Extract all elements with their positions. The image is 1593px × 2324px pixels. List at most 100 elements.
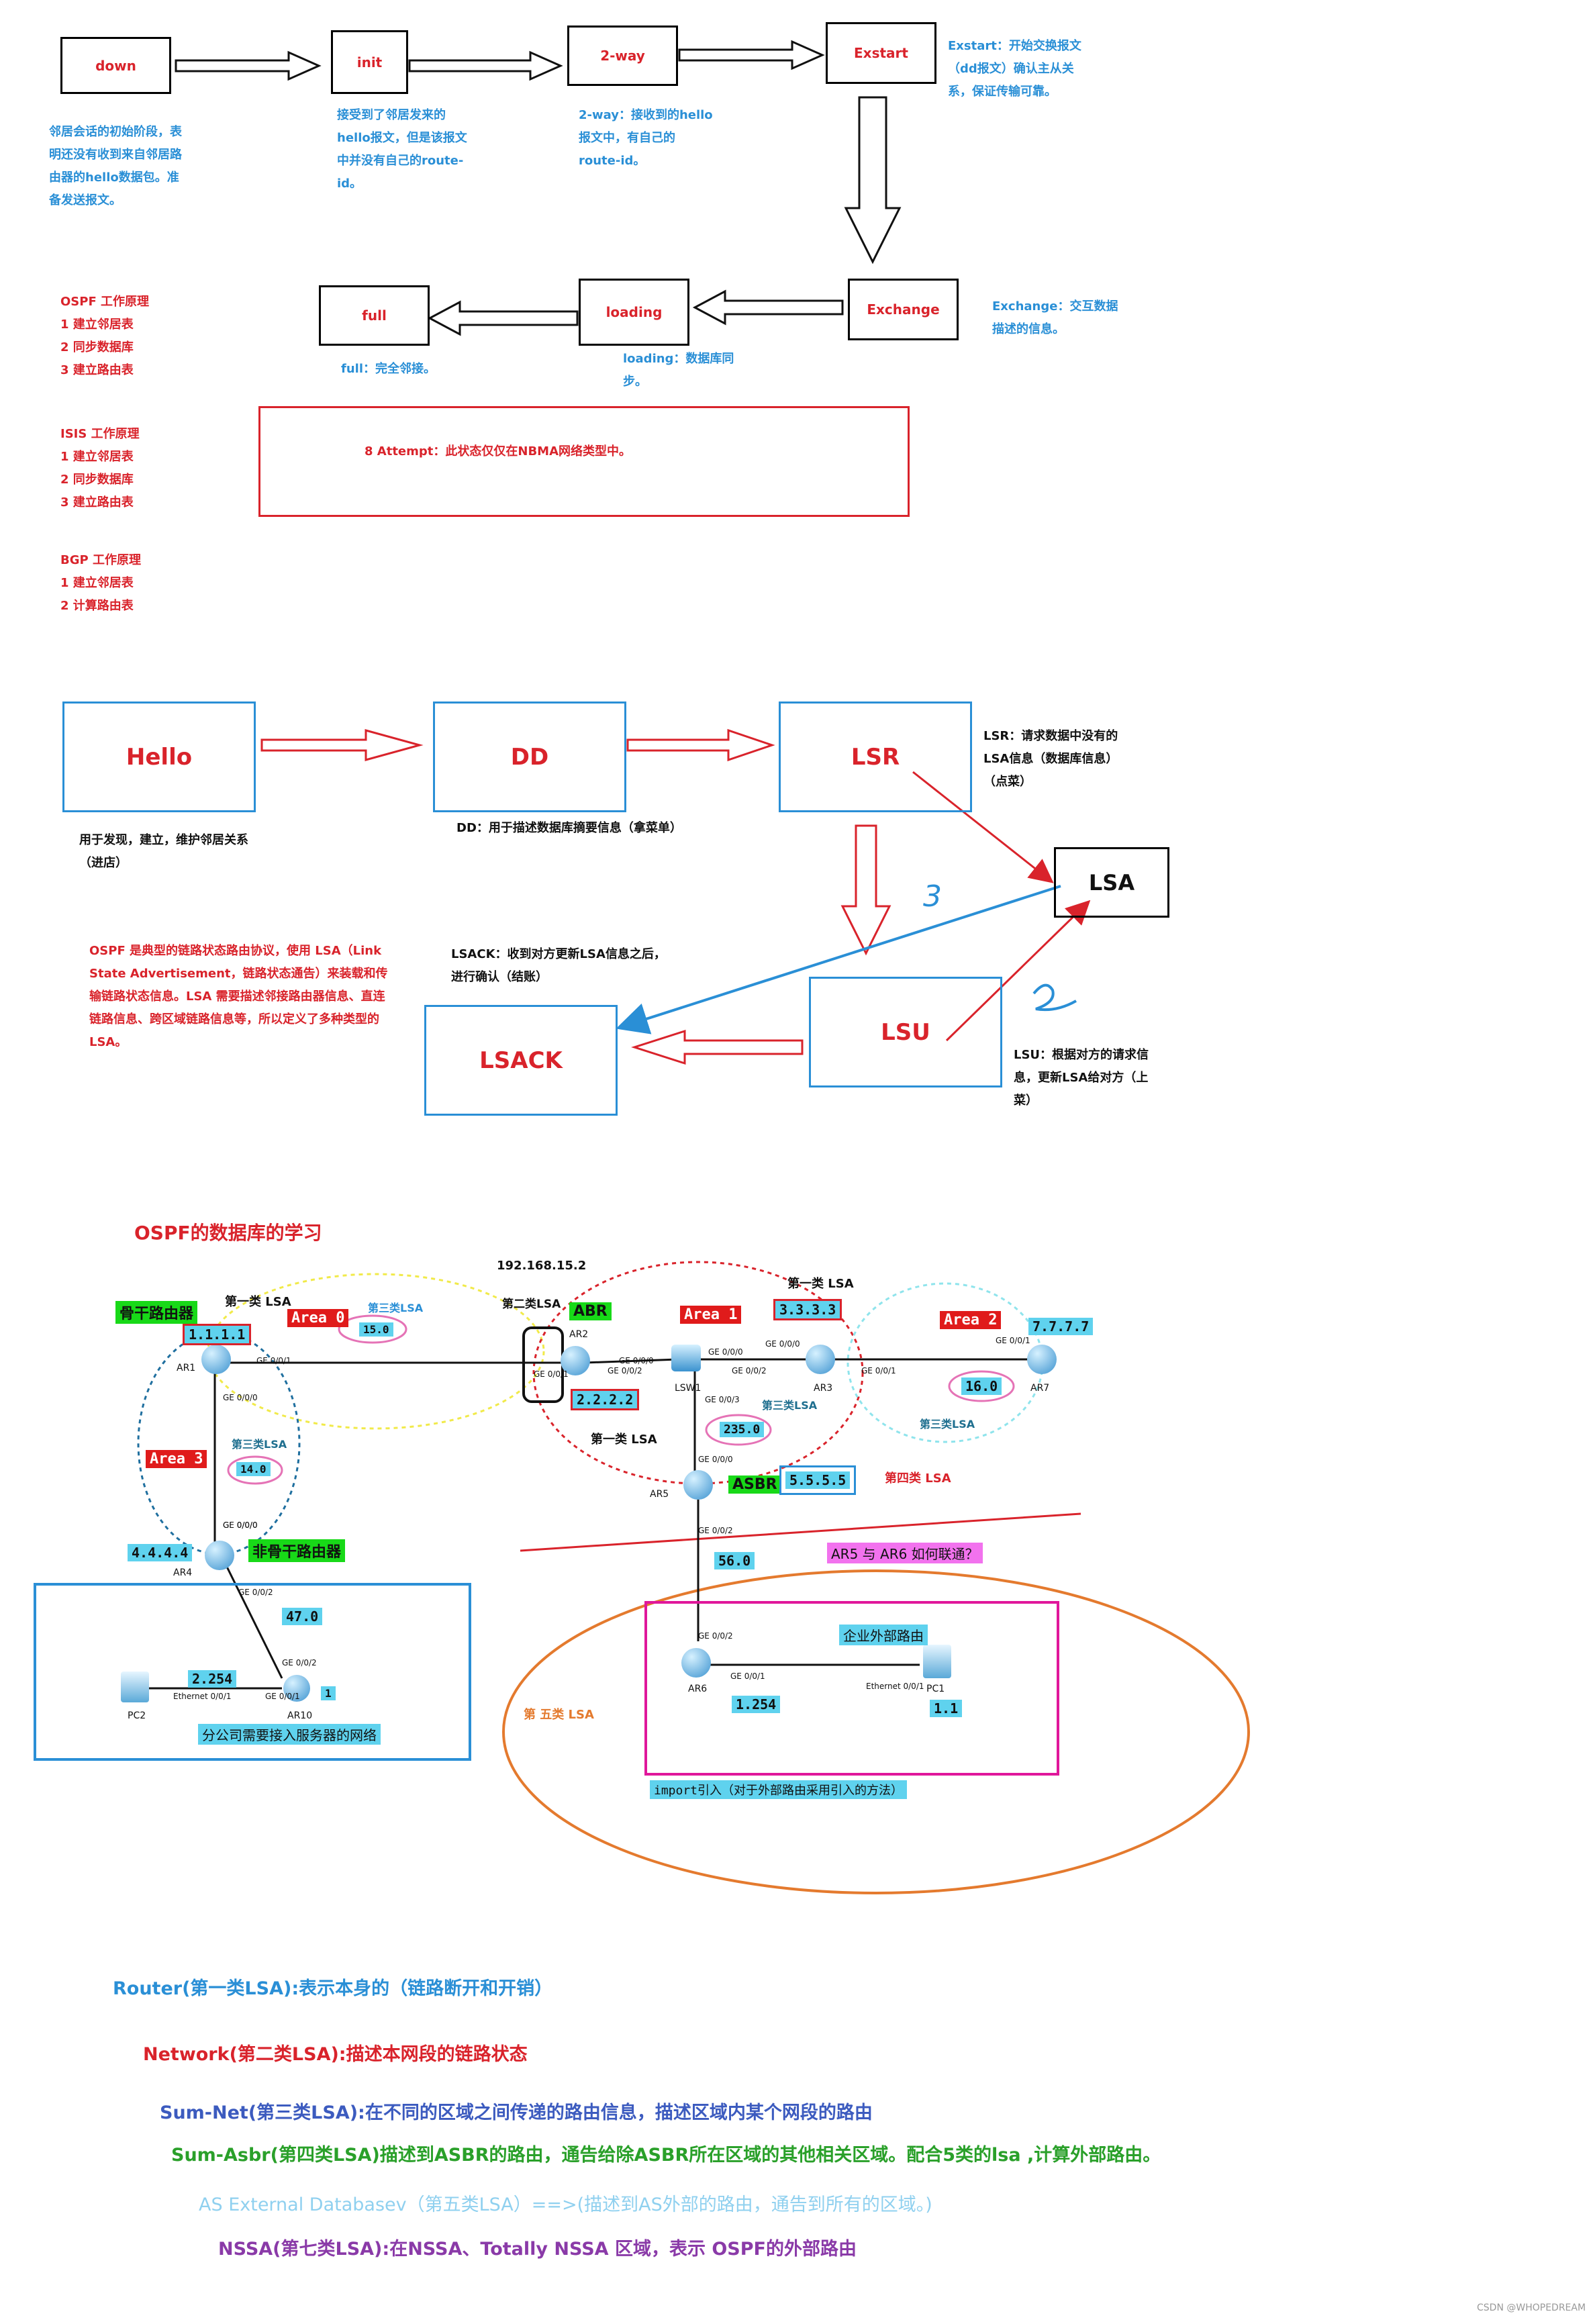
ospf-step-3: 3 建立路由表: [60, 363, 134, 377]
pc2-icon[interactable]: [121, 1672, 149, 1702]
isis-step-2: 2 同步数据库: [60, 473, 134, 487]
port-label: GE 0/0/0: [765, 1339, 800, 1349]
state-down-box: down: [60, 37, 171, 94]
lsa4-label: 第四类 LSA: [885, 1471, 951, 1486]
lsu-box: LSU: [809, 977, 1002, 1087]
desc-exstart: Exstart：开始交换报文（dd报文）确认主从关系，保证传输可靠。: [948, 39, 1081, 99]
arrow-exstart-exchange: [844, 96, 902, 264]
handwritten-mark-2: [1032, 983, 1077, 1012]
pc1-icon[interactable]: [923, 1645, 951, 1678]
lsa3-mid-label: 第三类LSA: [762, 1399, 818, 1412]
port-label: GE 0/0/2: [698, 1631, 733, 1641]
ar2-label: AR2: [569, 1329, 589, 1340]
port-label: GE 0/0/1: [996, 1336, 1030, 1345]
port-label: GE 0/0/1: [265, 1692, 300, 1701]
rid-1111-label: 1.1.1.1: [182, 1324, 252, 1345]
lsa-type-3: Sum-Net(第三类LSA):在不同的区域之间传递的路由信息，描述区域内某个网…: [160, 2102, 873, 2123]
port-label: GE 0/0/2: [732, 1366, 767, 1375]
router-ar10-icon[interactable]: [283, 1675, 310, 1702]
external-label: 企业外部路由: [839, 1625, 928, 1645]
state-init-box: init: [331, 30, 408, 94]
arrow-hello-dd: [260, 729, 424, 761]
router-ar3-icon[interactable]: [806, 1345, 835, 1374]
port-label: GE 0/0/0: [223, 1520, 258, 1530]
router-ar4-icon[interactable]: [205, 1541, 234, 1570]
net-14-label: 14.0: [236, 1462, 271, 1476]
bgp-principle: BGP 工作原理 1 建立邻居表 2 计算路由表: [60, 549, 141, 618]
net-2254-label: 2.254: [188, 1670, 237, 1688]
lsa-type-2: Network(第二类LSA):描述本网段的链路状态: [143, 2044, 528, 2065]
external-route-box: [644, 1601, 1059, 1776]
desc-lsu: LSU：根据对方的请求信息，更新LSA给对方（上菜）: [1014, 1048, 1149, 1108]
arrow-lsr-to-lsa: [912, 771, 1054, 883]
rid-4444-label: 4.4.4.4: [128, 1544, 193, 1561]
arrow-init-2way: [408, 50, 563, 81]
ospf-step-1: 1 建立邻居表: [60, 318, 134, 332]
ar4-label: AR4: [173, 1567, 193, 1578]
ospf-principle: OSPF 工作原理 1 建立邻居表 2 同步数据库 3 建立路由表: [60, 291, 149, 382]
ospf-principle-title: OSPF 工作原理: [60, 295, 150, 309]
port-label: GE 0/0/1: [861, 1366, 896, 1375]
rid-2222-label: 2.2.2.2: [570, 1389, 640, 1410]
desc-loading: loading：数据库同步。: [623, 352, 734, 389]
lsu-label: LSU: [881, 1018, 930, 1046]
port-label: GE 0/0/0: [698, 1455, 733, 1464]
lsa3-top-label: 第三类LSA: [368, 1302, 424, 1314]
lsa3-left-label: 第三类LSA: [232, 1438, 287, 1451]
state-exstart-label: Exstart: [854, 45, 908, 61]
lsr-box: LSR: [779, 701, 972, 812]
net-47-label: 47.0: [282, 1608, 323, 1625]
port-label: GE 0/0/1: [534, 1369, 569, 1379]
rid-5555-label: 5.5.5.5: [779, 1465, 857, 1495]
desc-init: 接受到了邻居发来的hello报文，但是该报文中并没有自己的route-id。: [337, 108, 467, 191]
pc1-label: PC1: [926, 1684, 945, 1694]
net-56-label: 56.0: [714, 1552, 755, 1569]
area1-label: Area 1: [680, 1306, 742, 1324]
port-label: GE 0/0/0: [708, 1347, 743, 1357]
arrow-lsu-to-lsa: [945, 900, 1091, 1042]
state-loading-label: loading: [606, 304, 663, 320]
flow1-arrows: [175, 40, 902, 336]
switch-lsw1-icon[interactable]: [671, 1345, 701, 1371]
router-ar5-icon[interactable]: [683, 1470, 713, 1500]
rid-7777-label: 7.7.7.7: [1028, 1318, 1094, 1335]
net-15-label: 15.0: [359, 1322, 393, 1337]
lsa-label: LSA: [1088, 869, 1135, 895]
dd-label: DD: [510, 743, 549, 771]
state-2way-label: 2-way: [600, 48, 645, 64]
desc-hello: 用于发现，建立，维护邻居关系（进店）: [79, 833, 248, 870]
arrow-lsu-lsack: [631, 1029, 804, 1065]
net-16-label: 16.0: [961, 1377, 1002, 1395]
rid-3333-label: 3.3.3.3: [773, 1299, 842, 1320]
lsa-type-7: NSSA(第七类LSA):在NSSA、Totally NSSA 区域，表示 OS…: [218, 2239, 857, 2260]
state-exchange-box: Exchange: [848, 279, 959, 340]
router-ar1-icon[interactable]: [201, 1345, 231, 1374]
desc-down: 邻居会话的初始阶段，表明还没有收到来自邻居路由器的hello数据包。准备发送报文…: [49, 125, 182, 207]
ar6-label: AR6: [688, 1684, 708, 1694]
lsa2-label: 第二类LSA: [502, 1298, 561, 1311]
topology-links: [148, 1358, 1030, 1690]
ospf-description: OSPF 是典型的链路状态路由协议，使用 LSA（Link State Adve…: [89, 944, 388, 1049]
router-ar2-icon[interactable]: [561, 1346, 590, 1375]
ar10-label: AR10: [287, 1710, 313, 1721]
ar7-label: AR7: [1030, 1383, 1050, 1394]
router-ar6-icon[interactable]: [681, 1648, 711, 1678]
attempt-label: 8 Attempt：此状态仅仅在NBMA网络类型中。: [365, 444, 632, 458]
port-label: Ethernet 0/0/1: [866, 1682, 924, 1691]
desc-dd: DD：用于描述数据库摘要信息（拿菜单）: [456, 821, 682, 835]
state-down-label: down: [95, 57, 136, 74]
asbr-label: ASBR: [728, 1475, 781, 1494]
desc-lsack: LSACK：收到对方更新LSA信息之后，进行确认（结账）: [451, 947, 666, 984]
router-ar7-icon[interactable]: [1027, 1345, 1057, 1374]
ospf-step-2: 2 同步数据库: [60, 340, 134, 354]
port-label: GE 0/0/3: [705, 1395, 740, 1404]
lsack-label: LSACK: [479, 1047, 563, 1074]
desc-lsr: LSR：请求数据中没有的LSA信息（数据库信息）（点菜）: [983, 729, 1118, 789]
lsa5-label: 第 五类 LSA: [524, 1708, 594, 1722]
state-exstart-box: Exstart: [826, 22, 936, 84]
divider-red-line: [520, 1512, 1081, 1552]
import-label: import引入（对于外部路由采用引入的方法）: [650, 1780, 908, 1799]
net-235-label: 235.0: [720, 1422, 765, 1437]
question-label: AR5 与 AR6 如何联通？: [827, 1543, 983, 1563]
watermark: CSDN @WHOPEDREAM: [1477, 2303, 1586, 2313]
